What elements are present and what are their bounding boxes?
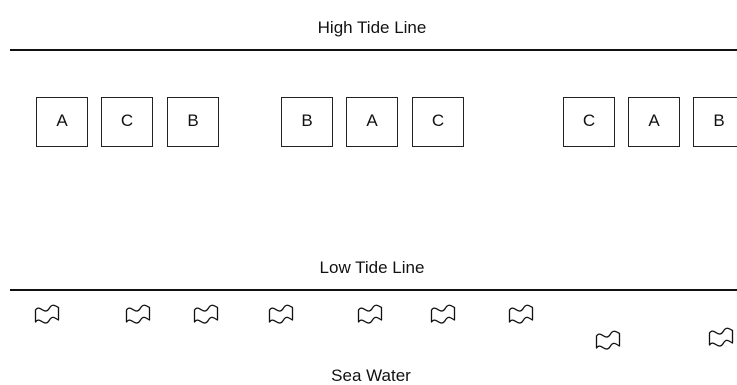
wave-flag-icon — [357, 304, 383, 324]
quadrat-box: B — [167, 97, 219, 147]
high-tide-line — [10, 49, 737, 51]
high-tide-label: High Tide Line — [317, 18, 427, 37]
wave-flag-icon — [508, 304, 534, 324]
quadrat-box: A — [36, 97, 88, 147]
sea-water-label: Sea Water — [331, 366, 411, 385]
quadrat-box: B — [693, 97, 737, 147]
quadrat-box: B — [281, 97, 333, 147]
wave-flag-icon — [595, 330, 621, 350]
wave-flag-icon — [268, 304, 294, 324]
wave-flag-icon — [193, 304, 219, 324]
wave-flag-icon — [125, 304, 151, 324]
quadrat-box: A — [346, 97, 398, 147]
wave-flag-icon — [708, 327, 734, 347]
quadrat-box: C — [563, 97, 615, 147]
quadrat-box: C — [412, 97, 464, 147]
quadrat-box: C — [101, 97, 153, 147]
wave-flag-icon — [430, 304, 456, 324]
low-tide-label: Low Tide Line — [319, 258, 425, 277]
quadrat-box: A — [628, 97, 680, 147]
wave-flag-icon — [34, 304, 60, 324]
low-tide-line — [10, 289, 737, 291]
